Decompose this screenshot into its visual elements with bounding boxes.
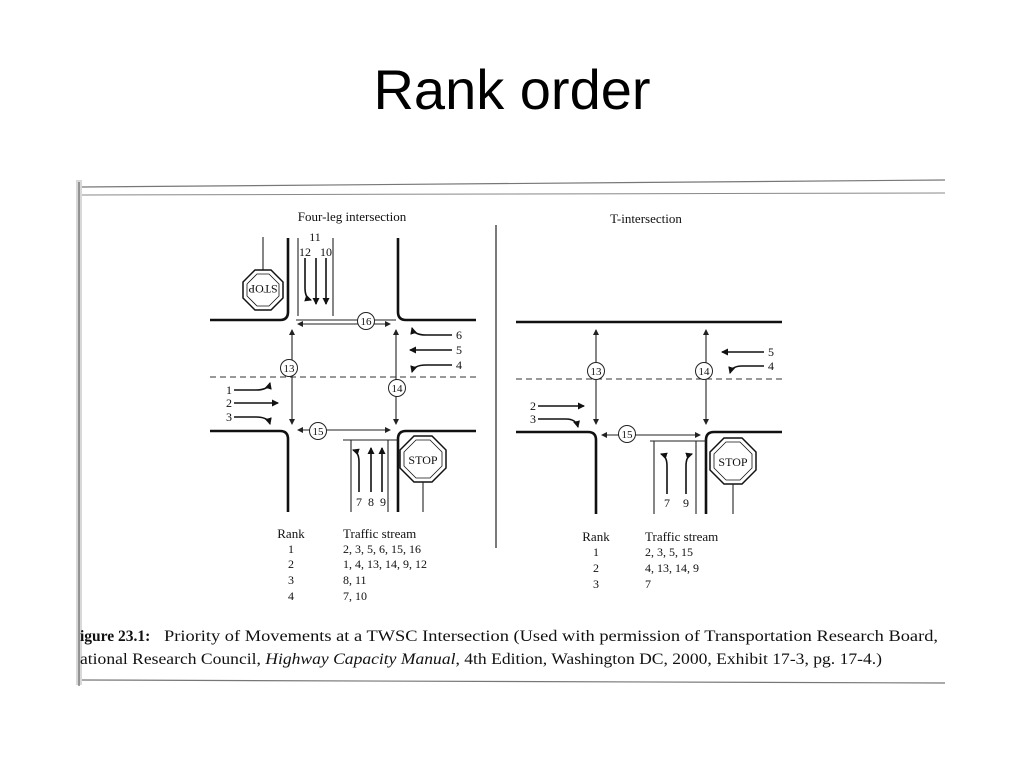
stream-value: 2, 3, 5, 15 [645, 545, 693, 559]
slide-title: Rank order [373, 58, 651, 121]
rank-value: 1 [288, 542, 294, 556]
rank-value: 1 [593, 545, 599, 559]
movement-label: 1 [226, 383, 232, 397]
pedestrian-crossings-t [593, 329, 709, 438]
southern-approach-arrows [352, 447, 386, 492]
stop-sign-t: STOP [709, 437, 757, 514]
conflict-markers: 13 14 15 16 [280, 312, 406, 440]
caption-label: igure 23.1: [80, 628, 150, 645]
movement-label: 9 [683, 496, 689, 510]
svg-text:igure 23.1:: igure 23.1: [80, 628, 150, 645]
western-approach-arrows [234, 382, 279, 425]
movement-label: 2 [530, 399, 536, 413]
movement-label: 5 [456, 343, 462, 357]
four-leg-title: Four-leg intersection [298, 209, 407, 224]
t-intersection-title: T-intersection [610, 211, 682, 226]
stream-header: Traffic stream [645, 529, 718, 544]
stop-sign-north: STOP [242, 237, 284, 311]
movement-label: 4 [768, 359, 774, 373]
movement-label: 7 [664, 496, 670, 510]
movement-numbers-t: 2 3 4 5 7 9 [530, 345, 774, 510]
svg-text:STOP: STOP [718, 455, 747, 469]
stop-sign-south: STOP [399, 435, 447, 512]
svg-text:16: 16 [361, 316, 373, 328]
rank-header: Rank [277, 526, 305, 541]
stream-value: 4, 13, 14, 9 [645, 561, 699, 575]
four-leg-rank-table: Rank Traffic stream 1 2, 3, 5, 6, 15, 16… [277, 526, 427, 603]
scan-frame [76, 179, 946, 686]
movement-label: 2 [226, 396, 232, 410]
t-intersection: T-intersection STOP [516, 211, 782, 591]
stream-header: Traffic stream [343, 526, 416, 541]
stream-value: 7, 10 [343, 589, 367, 603]
svg-text:STOP: STOP [248, 282, 277, 296]
svg-text:14: 14 [392, 383, 404, 395]
movement-label: 11 [309, 230, 321, 244]
four-leg-intersection: Four-leg intersection STOP STOP [210, 209, 476, 603]
svg-text:STOP: STOP [408, 453, 437, 467]
movement-label: 3 [226, 410, 232, 424]
stream-value: 2, 3, 5, 6, 15, 16 [343, 542, 421, 556]
movement-label: 10 [320, 245, 332, 259]
stream-value: 7 [645, 577, 651, 591]
movement-label: 6 [456, 328, 462, 342]
movement-label: 12 [299, 245, 311, 259]
movement-label: 4 [456, 358, 462, 372]
movement-label: 8 [368, 495, 374, 509]
caption-line-2: ational Research Council, Highway Capaci… [80, 651, 882, 668]
stream-value: 1, 4, 13, 14, 9, 12 [343, 557, 427, 571]
rank-value: 3 [593, 577, 599, 591]
svg-text:15: 15 [622, 429, 634, 441]
eastern-approach-arrows-t [721, 348, 764, 374]
movement-numbers: 1 2 3 4 5 6 7 8 9 10 11 12 [226, 230, 462, 509]
movement-label: 9 [380, 495, 386, 509]
rank-value: 2 [288, 557, 294, 571]
movement-label: 5 [768, 345, 774, 359]
stream-value: 8, 11 [343, 573, 367, 587]
rank-value: 4 [288, 589, 294, 603]
rank-value: 3 [288, 573, 294, 587]
movement-label: 7 [356, 495, 362, 509]
western-approach-arrows-t [538, 402, 585, 428]
caption-line-1: Priority of Movements at a TWSC Intersec… [164, 628, 938, 645]
minor-approach-arrows [660, 452, 693, 494]
svg-text:13: 13 [591, 366, 603, 378]
movement-label: 3 [530, 412, 536, 426]
t-rank-table: Rank Traffic stream 1 2, 3, 5, 15 2 4, 1… [582, 529, 718, 591]
eastern-approach-arrows [409, 327, 452, 373]
rank-value: 2 [593, 561, 599, 575]
svg-text:14: 14 [699, 366, 711, 378]
figure-caption: igure 23.1: Priority of Movements at a T… [80, 628, 938, 668]
conflict-markers-t: 13 14 15 [587, 362, 713, 443]
svg-text:13: 13 [284, 363, 296, 375]
rank-header: Rank [582, 529, 610, 544]
svg-text:15: 15 [313, 426, 325, 438]
northern-approach-arrows [304, 258, 330, 305]
